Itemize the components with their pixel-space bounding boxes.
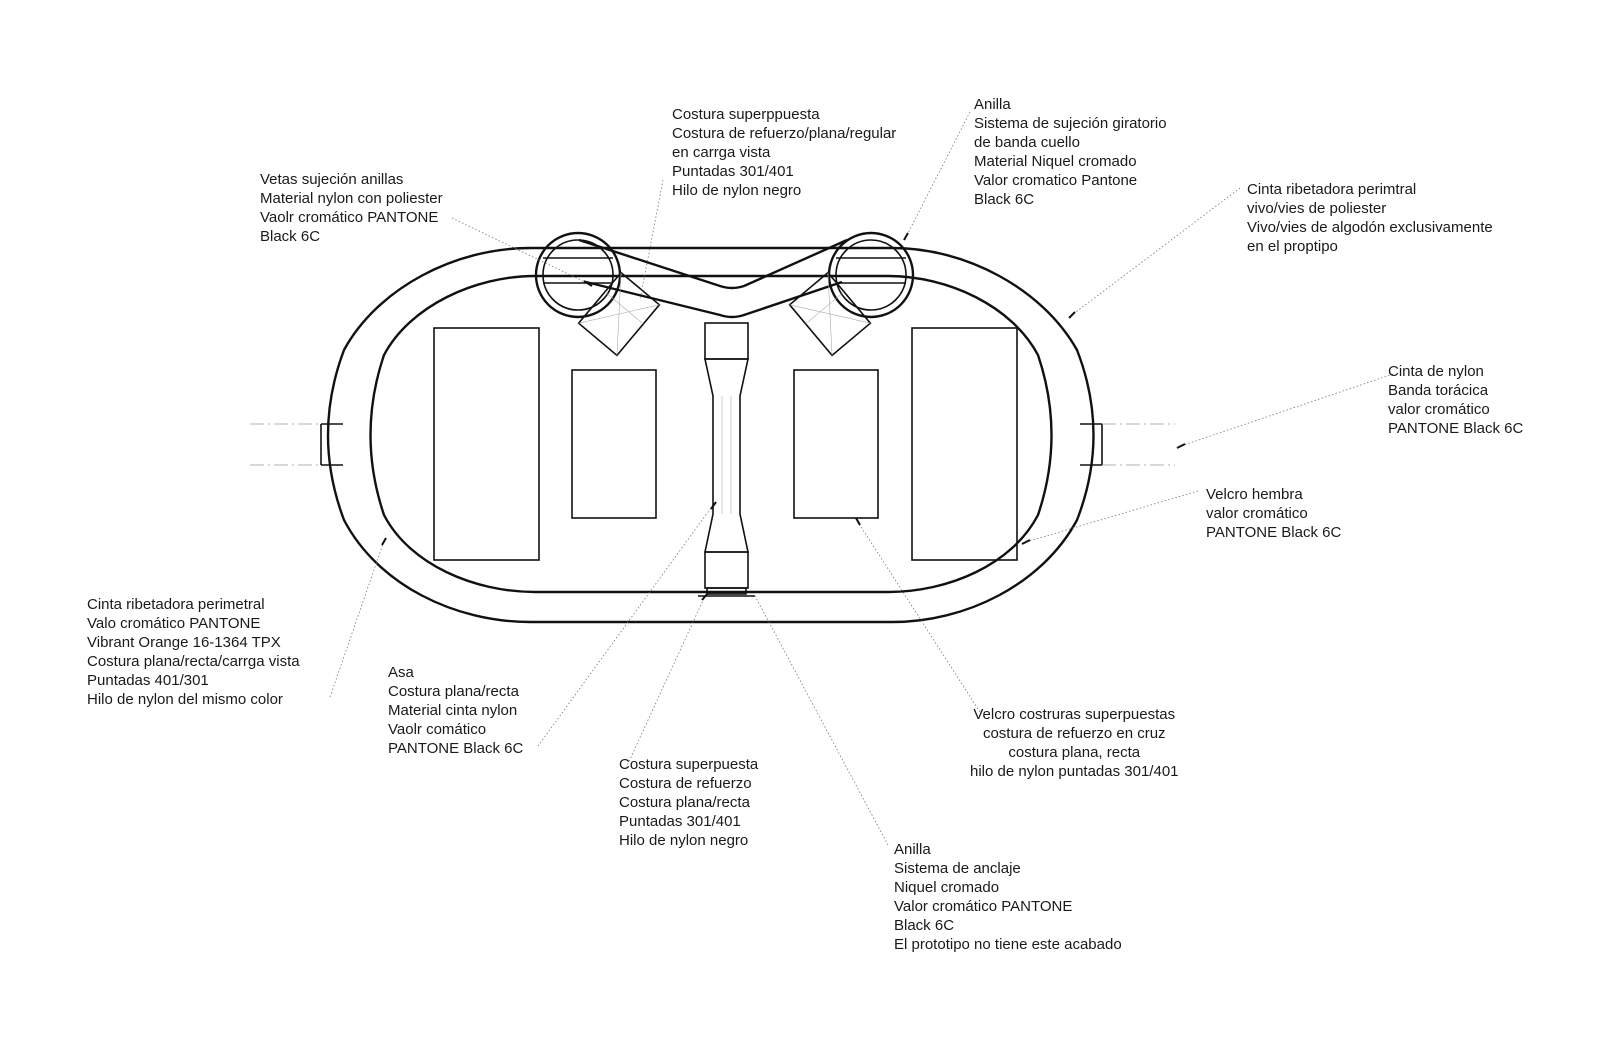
note-line: de banda cuello bbox=[974, 134, 1080, 151]
note-line: hilo de nylon puntadas 301/401 bbox=[970, 763, 1179, 780]
note-line: valor cromático bbox=[1206, 505, 1308, 522]
note-line: Costura de refuerzo/plana/regular bbox=[672, 125, 897, 142]
note-line: Vaolr comático bbox=[388, 721, 487, 738]
ring-tab-left bbox=[577, 271, 661, 357]
note-line: Asa bbox=[388, 664, 414, 681]
leader-lines bbox=[329, 111, 1394, 846]
harness-inner-outline bbox=[369, 274, 1053, 594]
note-anilla-cuello: Anilla Sistema de sujeción giratorio de … bbox=[974, 95, 1167, 209]
note-line: Valor cromatico Pantone bbox=[974, 172, 1138, 189]
note-line: valor cromático bbox=[1388, 401, 1490, 418]
note-line: Banda torácica bbox=[1388, 382, 1489, 399]
note-line: vivo/vies de poliester bbox=[1247, 200, 1387, 217]
note-line: Hilo de nylon negro bbox=[672, 182, 802, 199]
note-line: Material Niquel cromado bbox=[974, 153, 1137, 170]
note-line: Costura plana/recta bbox=[388, 683, 519, 700]
note-cinta-nylon: Cinta de nylon Banda torácica valor crom… bbox=[1388, 362, 1523, 438]
note-line: PANTONE Black 6C bbox=[388, 740, 524, 757]
note-line: PANTONE Black 6C bbox=[1388, 420, 1524, 437]
note-line: Cinta de nylon bbox=[1388, 363, 1484, 380]
chest-strap-right-end bbox=[1080, 423, 1175, 466]
note-line: Costura plana/recta bbox=[619, 794, 750, 811]
note-line: Sistema de anclaje bbox=[894, 860, 1021, 877]
note-costura-superior: Costura superppuesta Costura de refuerzo… bbox=[672, 105, 896, 200]
note-line: en el proptipo bbox=[1247, 238, 1338, 255]
harness-outer-outline bbox=[326, 246, 1095, 624]
note-line: Material nylon con poliester bbox=[260, 190, 443, 207]
note-asa: Asa Costura plana/recta Material cinta n… bbox=[388, 663, 523, 758]
ring-tab-right bbox=[788, 271, 872, 357]
note-line: Black 6C bbox=[974, 191, 1035, 208]
note-line: Cinta ribetadora perimetral bbox=[87, 596, 265, 613]
note-line: Vivo/vies de algodón exclusivamente bbox=[1247, 219, 1493, 236]
note-line: Valo cromático PANTONE bbox=[87, 615, 261, 632]
note-velcro-costuras: Velcro costruras superpuestas costura de… bbox=[970, 705, 1179, 781]
note-line: El prototipo no tiene este acabado bbox=[894, 936, 1122, 953]
velcro-panel-left-outer bbox=[433, 327, 540, 561]
note-line: costura de refuerzo en cruz bbox=[982, 725, 1166, 742]
note-line: en carrga vista bbox=[672, 144, 771, 161]
note-line: Costura superppuesta bbox=[672, 106, 820, 123]
note-anilla-anclaje: Anilla Sistema de anclaje Niquel cromado… bbox=[894, 840, 1122, 954]
note-line: Costura plana/recta/carrga vista bbox=[87, 653, 300, 670]
note-line: Anilla bbox=[894, 841, 931, 858]
note-line: Material cinta nylon bbox=[388, 702, 518, 719]
note-line: Vibrant Orange 16-1364 TPX bbox=[87, 634, 281, 651]
velcro-panel-right-outer bbox=[911, 327, 1018, 561]
note-line: Black 6C bbox=[260, 228, 321, 245]
note-line: Velcro hembra bbox=[1206, 486, 1303, 503]
note-line: Cinta ribetadora perimtral bbox=[1247, 181, 1417, 198]
note-line: Puntadas 401/301 bbox=[87, 672, 209, 689]
velcro-panel-left-inner bbox=[571, 369, 657, 519]
note-line: Valor cromático PANTONE bbox=[894, 898, 1073, 915]
note-cinta-ribetadora-vivo: Cinta ribetadora perimtral vivo/vies de … bbox=[1247, 180, 1493, 256]
note-line: Velcro costruras superpuestas bbox=[973, 706, 1176, 723]
note-line: Costura de refuerzo bbox=[619, 775, 752, 792]
note-line: Sistema de sujeción giratorio bbox=[974, 115, 1167, 132]
note-line: Hilo de nylon del mismo color bbox=[87, 691, 283, 708]
note-line: Vaolr cromático PANTONE bbox=[260, 209, 439, 226]
note-line: Hilo de nylon negro bbox=[619, 832, 749, 849]
note-line: costura plana, recta bbox=[1008, 744, 1141, 761]
leader-ticks bbox=[381, 232, 1186, 601]
note-vetas-anillas: Vetas sujeción anillas Material nylon co… bbox=[260, 170, 443, 246]
note-line: Niquel cromado bbox=[894, 879, 1000, 896]
chest-strap-left-end bbox=[250, 423, 343, 466]
note-costura-inferior: Costura superpuesta Costura de refuerzo … bbox=[619, 755, 758, 850]
note-line: Anilla bbox=[974, 96, 1011, 113]
note-velcro-hembra: Velcro hembra valor cromático PANTONE Bl… bbox=[1206, 485, 1341, 542]
note-line: Puntadas 301/401 bbox=[619, 813, 741, 830]
handle-strap bbox=[698, 322, 755, 597]
neck-band bbox=[578, 238, 848, 319]
note-cinta-ribetadora-perimetral: Cinta ribetadora perimetral Valo cromáti… bbox=[87, 595, 300, 709]
note-line: Black 6C bbox=[894, 917, 955, 934]
note-line: PANTONE Black 6C bbox=[1206, 524, 1342, 541]
note-line: Puntadas 301/401 bbox=[672, 163, 794, 180]
note-line: Costura superpuesta bbox=[619, 756, 759, 773]
velcro-panel-right-inner bbox=[793, 369, 879, 519]
note-line: Vetas sujeción anillas bbox=[260, 171, 404, 188]
